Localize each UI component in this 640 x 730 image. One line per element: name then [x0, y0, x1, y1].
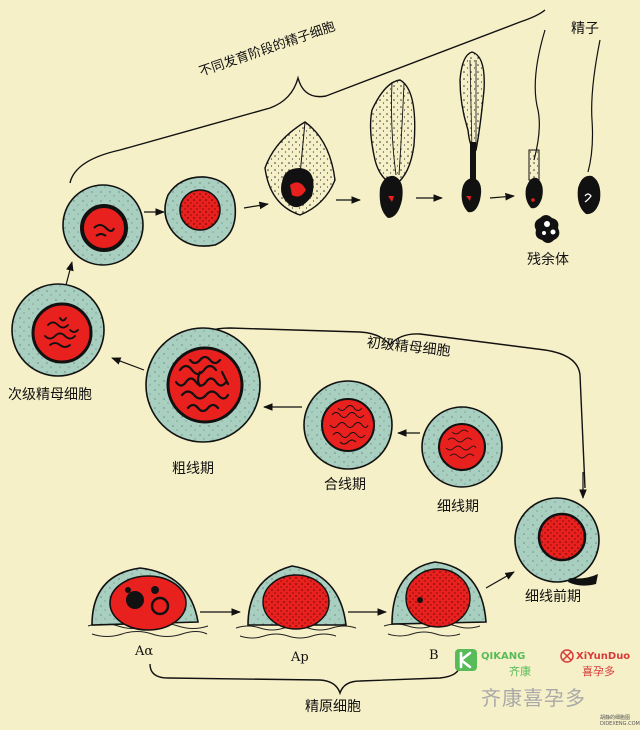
flow-arrows [65, 192, 587, 616]
label-pachytene: 粗线期 [172, 461, 214, 477]
label-leptotene: 细线期 [437, 499, 479, 515]
spermatogonium-b [391, 561, 487, 628]
early-spermatid-1 [62, 184, 144, 266]
qikang-brand-en: QIKANG [481, 651, 526, 662]
label-preleptotene: 细线前期 [525, 589, 581, 605]
xiyunduo-brand-en: XiYunDuo [576, 651, 631, 662]
spermatids-brace [69, 9, 546, 184]
spermatogonium-a-alpha [91, 567, 199, 631]
preleptotene-cell [514, 497, 600, 586]
primary-spermatocyte-brace [199, 327, 586, 489]
zygotene-cell [303, 380, 393, 470]
spermatogonium-a-p [247, 565, 347, 630]
label-spermatogonia: 精原细胞 [305, 699, 361, 715]
qikang-logo-icon [455, 649, 477, 671]
spermatid-4 [369, 79, 416, 218]
spermatogonia-brace [149, 663, 461, 696]
secondary-spermatocyte-cell [11, 283, 105, 377]
label-sperm: 精子 [571, 21, 599, 37]
pachytene-cell [145, 327, 261, 443]
leptotene-cell [421, 406, 503, 488]
label-zygotene: 合线期 [324, 477, 366, 493]
label-a-alpha: Aα [135, 644, 154, 659]
spermatid-3 [264, 121, 336, 216]
xiyunduo-logo-icon [560, 649, 574, 663]
xiyunduo-brand-cn: 喜孕多 [582, 665, 615, 678]
label-b: B [429, 648, 439, 663]
label-a-p: Ap [291, 650, 309, 665]
label-secondary-spermatocyte: 次级精母细胞 [8, 387, 92, 403]
watermark-caption: 齐康喜孕多 [481, 686, 586, 710]
sperm-2 [577, 39, 601, 215]
label-residual-body: 残余体 [527, 252, 569, 268]
watermark-small: 胡静的细胞图 DIDEXENG.COM [600, 715, 640, 727]
spermatid-5 [459, 51, 485, 213]
sperm-1 [525, 29, 546, 209]
early-spermatid-2 [164, 176, 237, 247]
qikang-brand-cn: 齐康 [509, 665, 531, 678]
residual-body [534, 215, 560, 243]
